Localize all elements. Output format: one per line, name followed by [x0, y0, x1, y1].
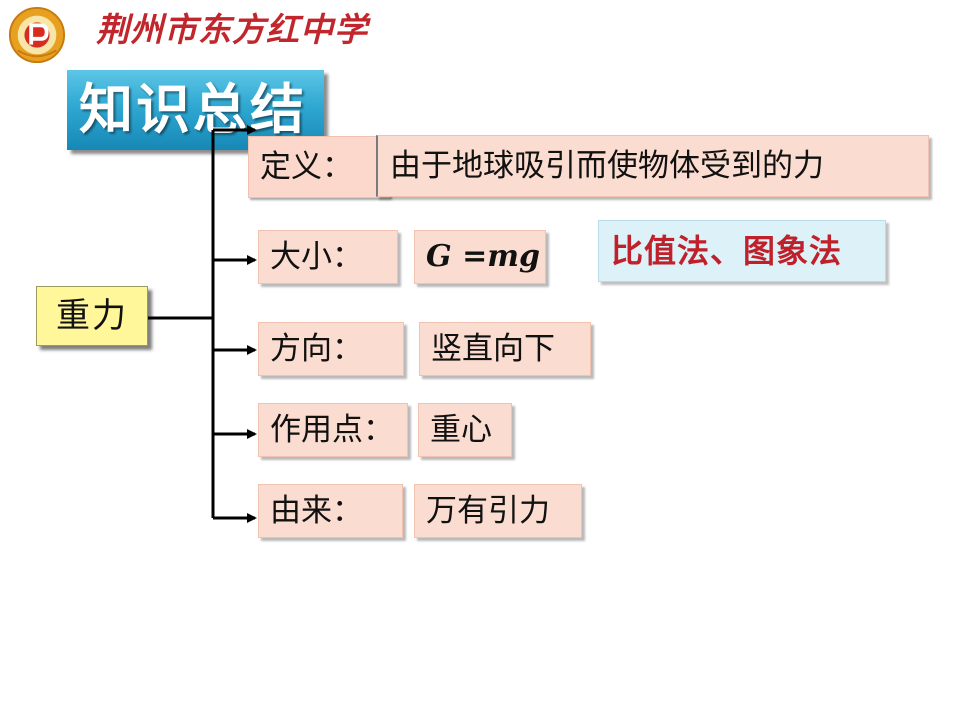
magnitude-formula: G =mg — [414, 230, 546, 284]
definition-label: 定义： — [248, 136, 390, 198]
method-note-box: 比值法、图象法 — [598, 220, 886, 282]
origin-value: 万有引力 — [414, 484, 582, 538]
main-topic-box: 重力 — [36, 286, 148, 346]
application-point-value: 重心 — [418, 403, 512, 457]
school-name: 荆州市东方红中学 — [96, 10, 368, 49]
definition-value: 由于地球吸引而使物体受到的力 — [376, 135, 929, 197]
application-point-label: 作用点： — [258, 403, 408, 457]
page-title: 知识总结 — [79, 78, 307, 141]
origin-label: 由来： — [258, 484, 403, 538]
direction-label: 方向： — [258, 322, 404, 376]
school-logo-icon — [8, 6, 66, 64]
magnitude-label: 大小： — [258, 230, 398, 284]
direction-value: 竖直向下 — [419, 322, 591, 376]
title-banner: 知识总结 — [67, 70, 324, 150]
